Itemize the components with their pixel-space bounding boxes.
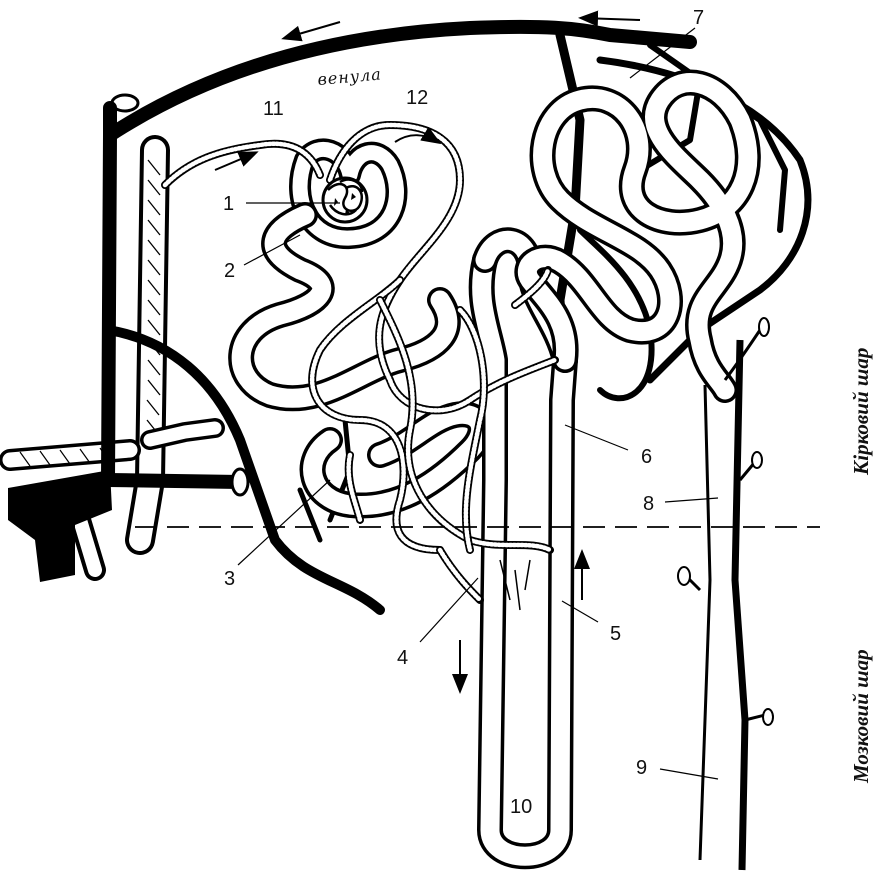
label-8: 8 <box>643 493 654 515</box>
label-4: 4 <box>397 647 408 669</box>
zone-label-cortex: Кірковий шар <box>849 348 873 476</box>
zone-label-medulla: Мозковий шар <box>849 649 873 784</box>
label-12: 12 <box>406 87 428 109</box>
label-11: 11 <box>263 98 284 120</box>
arrow-venula-right-icon <box>582 18 640 20</box>
label-7: 7 <box>693 7 704 29</box>
label-3: 3 <box>224 568 235 590</box>
label-10: 10 <box>510 796 532 818</box>
label-1: 1 <box>223 193 234 215</box>
label-6: 6 <box>641 446 652 468</box>
label-2: 2 <box>224 260 235 282</box>
arrow-venula-left-icon <box>285 22 340 38</box>
label-venula: венула <box>317 64 383 89</box>
label-5: 5 <box>610 623 621 645</box>
nephron-tubule <box>241 83 748 857</box>
label-9: 9 <box>636 757 647 779</box>
